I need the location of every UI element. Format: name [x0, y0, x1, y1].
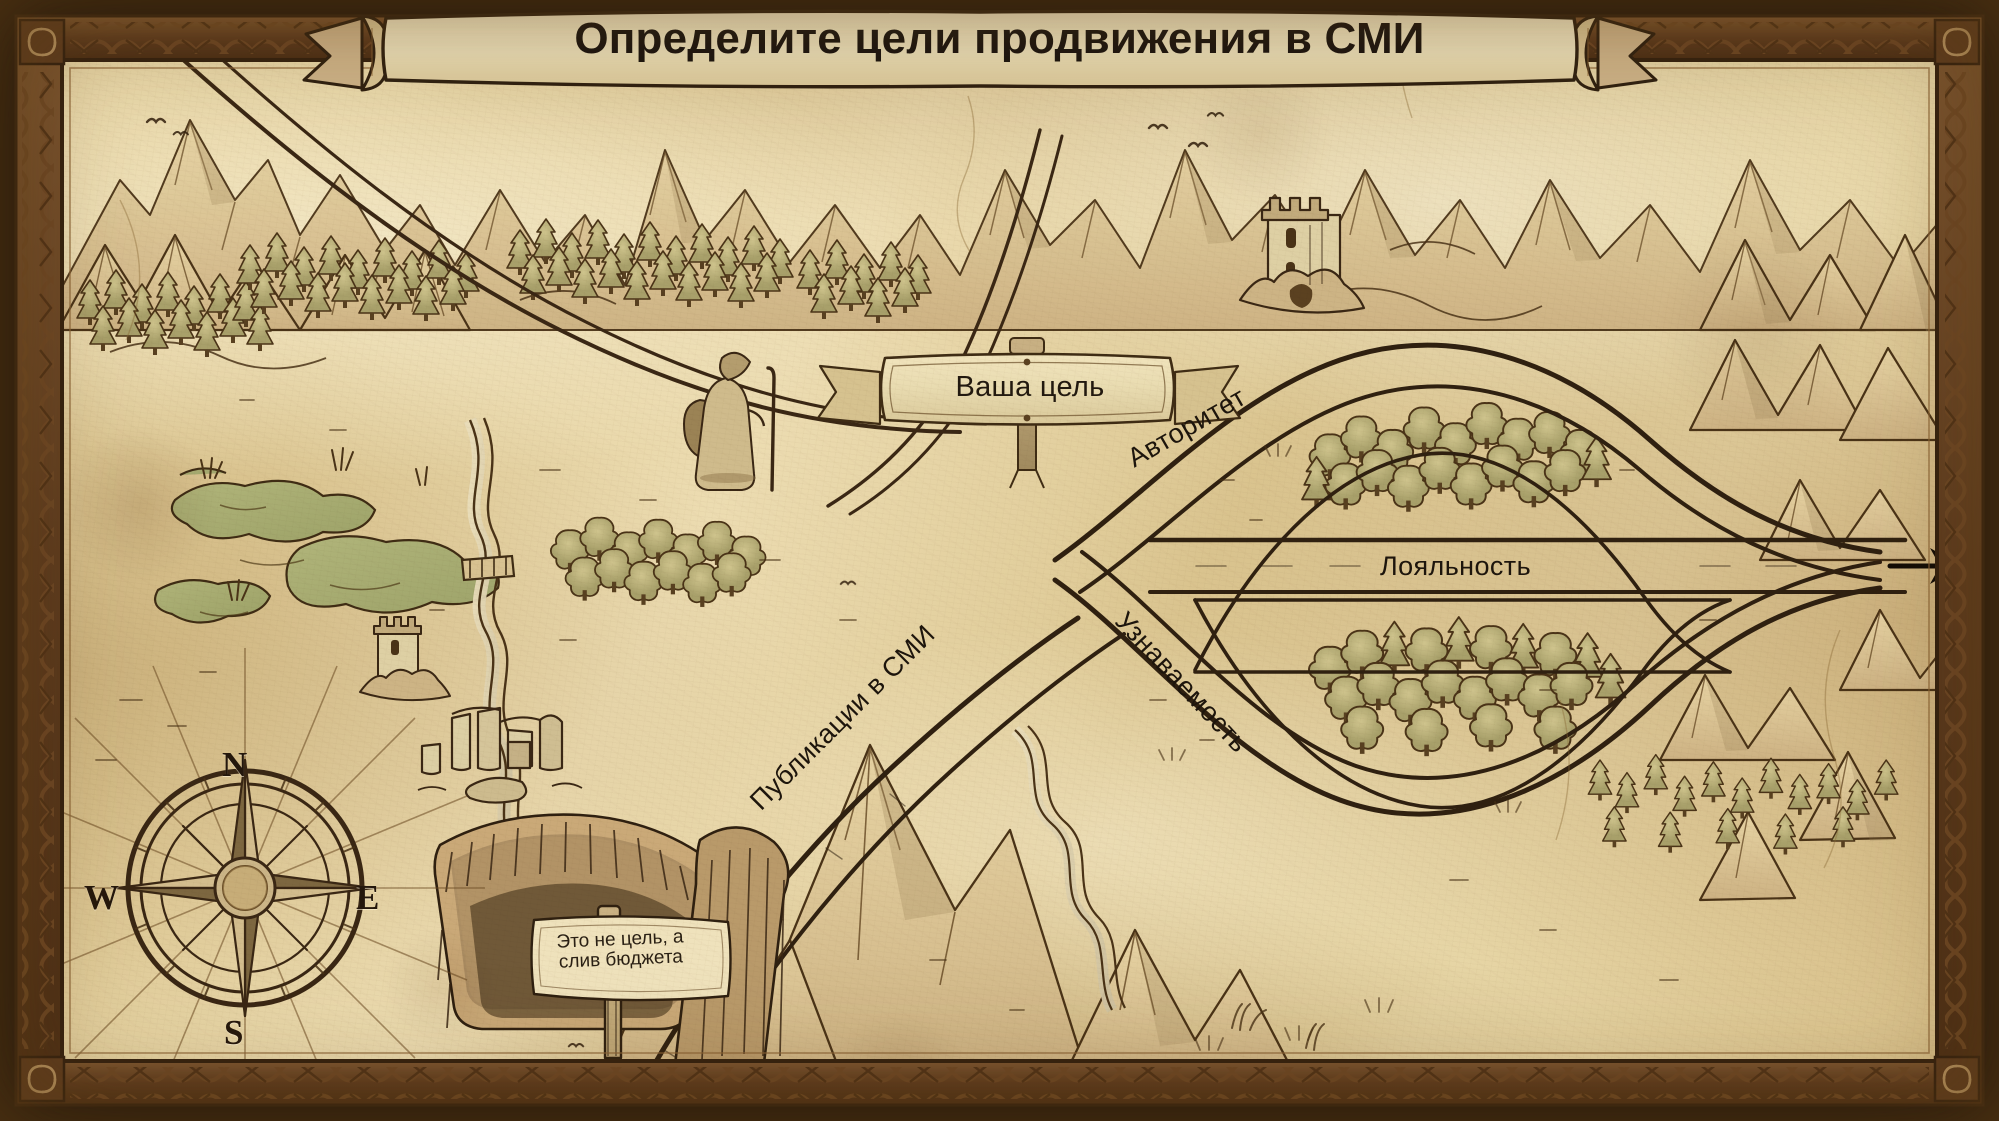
compass-west-label: W [84, 878, 119, 917]
title-banner [302, 9, 1658, 92]
cave-warning-label: Это не цель, а слив бюджета [542, 926, 699, 974]
compass-south-label: S [224, 1013, 244, 1052]
compass-north-label: N [222, 745, 248, 784]
page-title: Определите цели продвижения в СМИ [574, 14, 1425, 63]
compass-east-label: E [356, 878, 380, 917]
goal-sign-label: Ваша цель [955, 371, 1105, 403]
road-label-loyalty: Лояльность [1380, 551, 1532, 581]
